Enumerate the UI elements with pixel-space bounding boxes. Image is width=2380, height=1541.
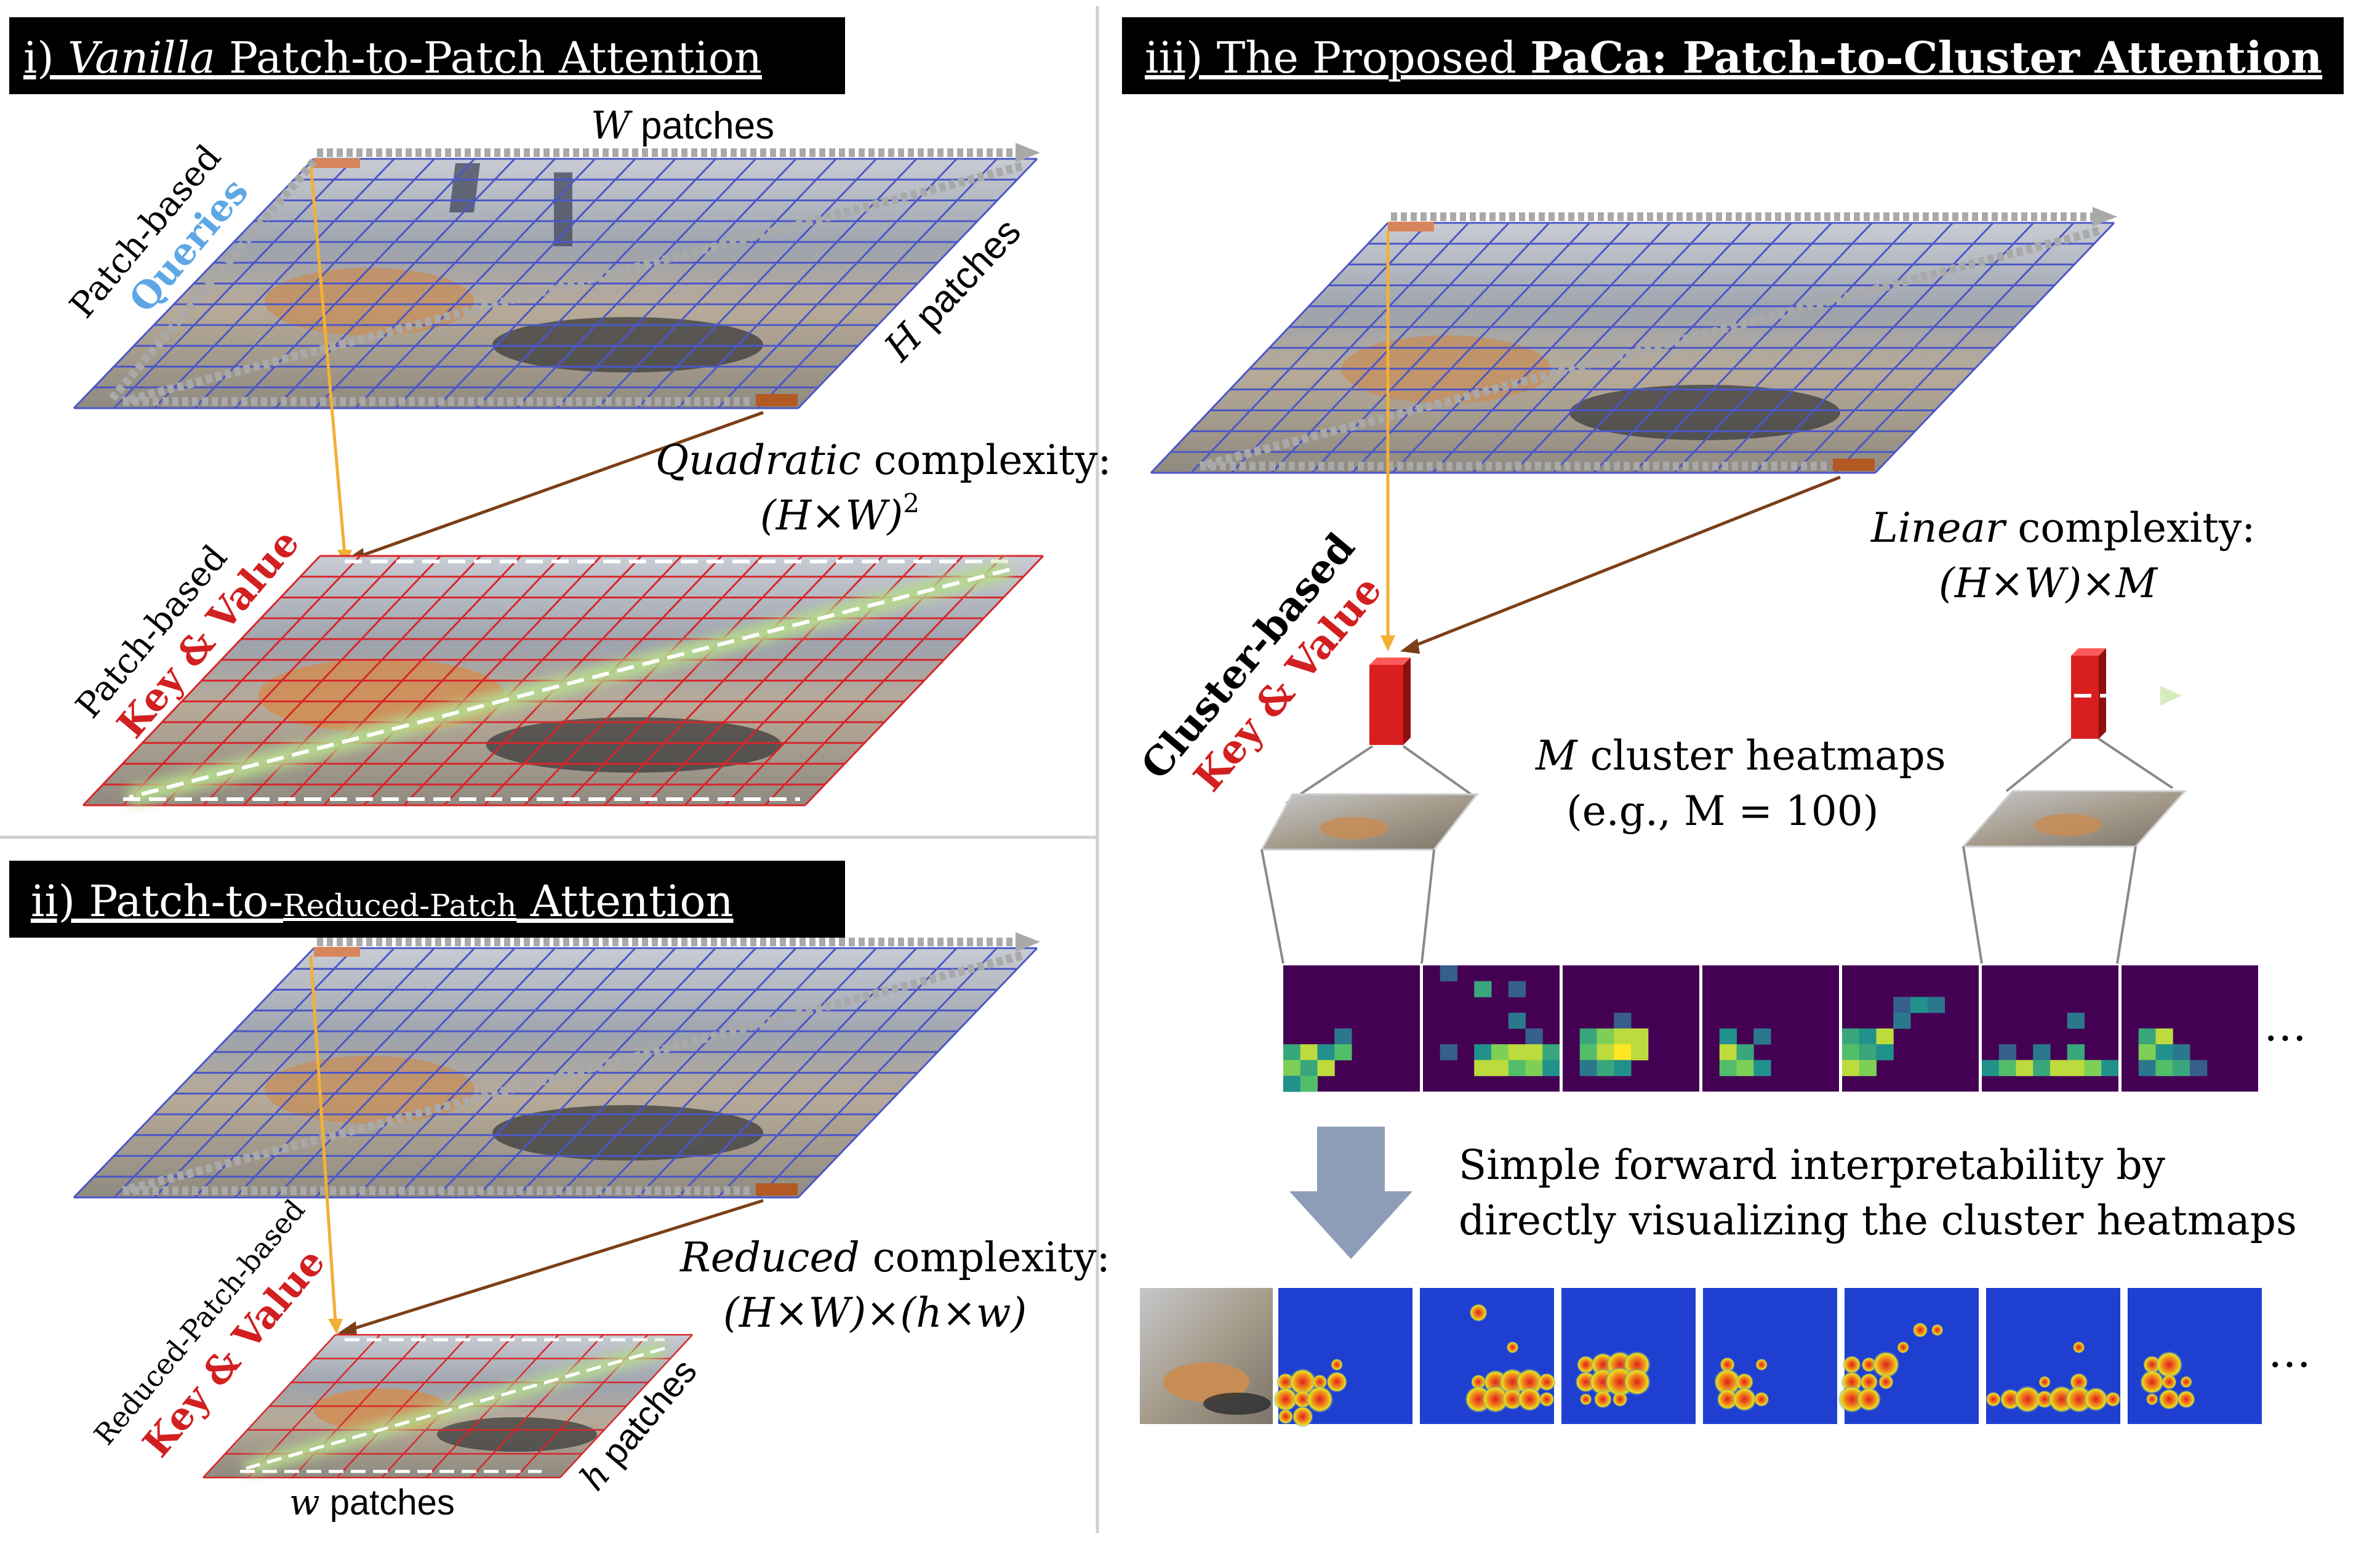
panel-iii-kv-arrow [1412, 477, 1840, 646]
cluster-heatmap [1283, 965, 1422, 1092]
query-patch-marker [314, 158, 360, 168]
cluster-example-label: (e.g., M = 100) [1566, 787, 1879, 835]
interpretability-line2: directly visualizing the cluster heatmap… [1459, 1197, 2297, 1244]
cluster-overlay [1838, 1287, 1980, 1425]
cluster-heatmap-strip [1283, 965, 2260, 1092]
cluster-heatmap [1982, 965, 2120, 1092]
cluster-heatmap [2122, 965, 2260, 1092]
panel-ii-complexity: Reduced complexity: [679, 1234, 1110, 1281]
kv-arrow [357, 412, 763, 557]
cluster-heatmap [1702, 965, 1841, 1092]
panel-iii: iii) The Proposed PaCa: Patch-to-Cluster… [1122, 17, 2344, 1427]
overlay-strip-ellipsis: … [2268, 1327, 2311, 1377]
cluster-overlay [2126, 1287, 2263, 1425]
down-arrow [1289, 1127, 1412, 1259]
panel-ii: ii) Patch-to-Reduced-Patch Attention Red… [9, 861, 1110, 1523]
panel-i: i) Vanilla Patch-to-Patch Attention W pa… [9, 17, 1112, 805]
overlay-strip [1139, 1287, 2263, 1427]
cluster-green-arrow [1428, 686, 2182, 706]
interpretability-line1: Simple forward interpretability by [1459, 1141, 2166, 1189]
cluster-heatmaps-label: M cluster heatmaps [1535, 732, 1946, 779]
panel-i-title: i) Vanilla Patch-to-Patch Attention [23, 33, 762, 83]
cluster-heatmap [1423, 965, 1561, 1092]
cluster-overlay [1560, 1287, 1697, 1425]
heatmap-strip-ellipsis: … [2264, 1000, 2307, 1051]
cluster-token-left [1369, 658, 1411, 745]
panel-ii-formula: (H×W)×(h×w) [723, 1289, 1027, 1337]
panel-iii-kv-patch-marker [1833, 459, 1875, 471]
w-patches-label: W patches [591, 103, 774, 148]
cluster-overlay [1273, 1287, 1414, 1427]
right-thumbnail [1963, 739, 2185, 964]
left-thumbnail [1262, 746, 1477, 964]
panel-i-complexity: Quadratic complexity: [655, 437, 1112, 484]
kv-patch-marker [756, 394, 798, 406]
panel-ii-kv-patch-marker [756, 1183, 798, 1196]
cluster-overlay [1985, 1287, 2122, 1425]
panel-iii-formula: (H×W)×M [1939, 560, 2158, 607]
cluster-heatmap [1842, 965, 1981, 1092]
cluster-heatmap [1563, 965, 1701, 1092]
cluster-overlay [1702, 1287, 1838, 1425]
panel-i-formula: (H×W)2 [760, 488, 920, 539]
panel-iii-query-patch-marker [1388, 222, 1434, 231]
panel-ii-query-patch-marker [314, 947, 360, 957]
panel-iii-complexity: Linear complexity: [1870, 504, 2255, 552]
panel-ii-w-patches-label: w patches [289, 1481, 455, 1523]
panel-iii-title: iii) The Proposed PaCa: Patch-to-Cluster… [1145, 32, 2322, 83]
cluster-overlay [1419, 1287, 1556, 1425]
